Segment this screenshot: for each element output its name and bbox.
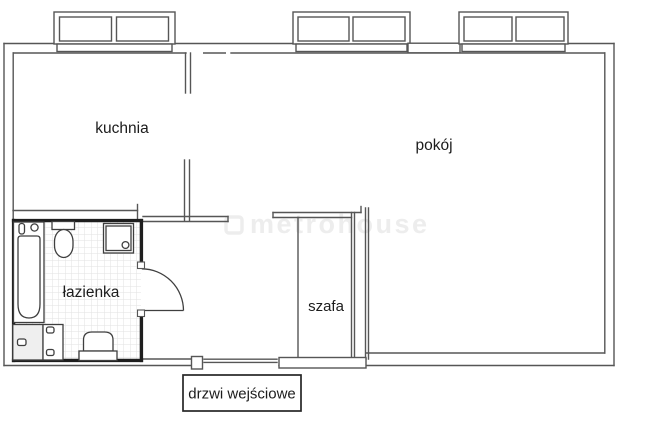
watermark: metrohouse xyxy=(224,209,430,239)
middle-wall xyxy=(12,203,229,223)
room-label: pokój xyxy=(415,137,452,154)
toilet-symbol xyxy=(51,220,76,259)
cabinet-symbol xyxy=(12,323,44,361)
handle-icon xyxy=(45,326,55,334)
drain-icon xyxy=(121,240,130,250)
tap-icon xyxy=(18,222,26,235)
bathroom-label: łazienka xyxy=(63,284,120,301)
outer-walls xyxy=(3,42,615,367)
handle-icon xyxy=(45,348,55,357)
bathtub-symbol xyxy=(12,221,45,324)
wardrobe-label: szafa xyxy=(308,298,345,315)
wall-pier xyxy=(407,42,461,54)
kitchen-room-divider-wall xyxy=(183,52,192,222)
handle-icon xyxy=(16,338,27,347)
window-symbol-kitchen xyxy=(53,11,176,53)
bathroom-door-swing-symbol xyxy=(136,261,185,318)
wardrobe-walls xyxy=(272,205,370,360)
entrance-label-box: drzwi wejściowe xyxy=(182,374,302,412)
entrance-door-symbol xyxy=(203,358,278,364)
kitchen-label: kuchnia xyxy=(95,120,149,137)
tall-cabinet-symbol xyxy=(42,323,64,361)
watermark-text: metrohouse xyxy=(250,209,430,239)
window-symbol-room-right xyxy=(458,11,569,53)
entrance-wall-blocks xyxy=(190,355,367,370)
window-symbol-room-left xyxy=(292,11,411,53)
watermark-logo-icon xyxy=(224,215,244,235)
drain-icon xyxy=(30,223,39,232)
washbasin-symbol xyxy=(78,331,118,362)
shower-symbol xyxy=(102,222,135,254)
entrance-door-label: drzwi wejściowe xyxy=(188,386,296,403)
